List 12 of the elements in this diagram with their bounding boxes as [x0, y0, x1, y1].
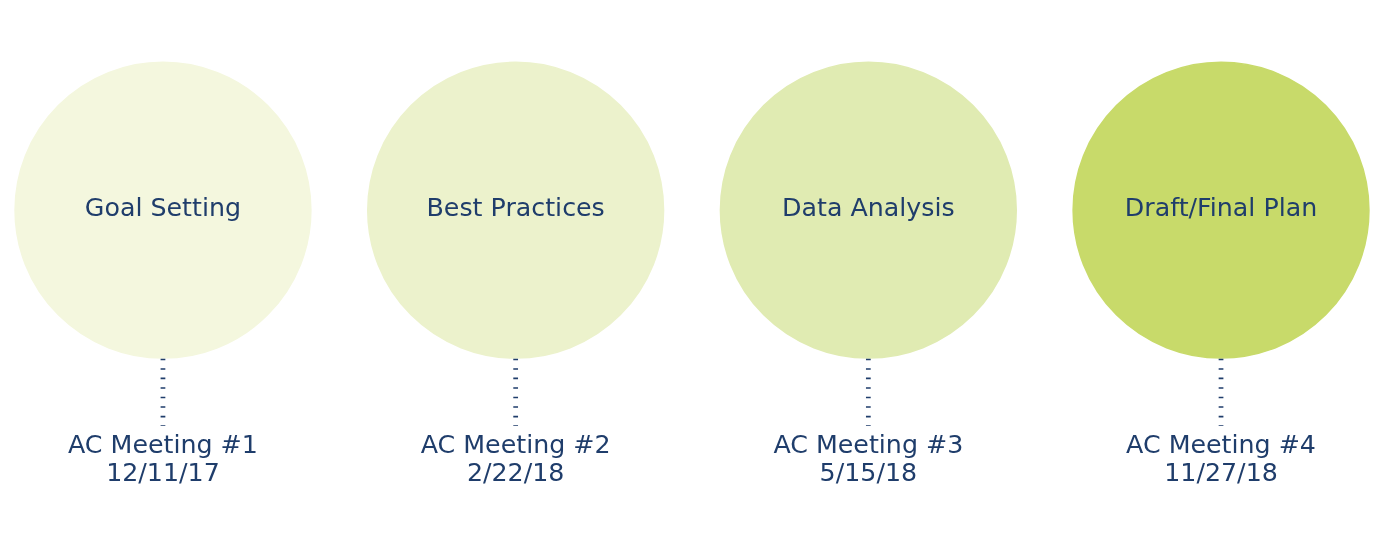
node-text: AC Meeting #2 2/22/18 — [420, 429, 611, 487]
connector — [865, 358, 871, 426]
node-circle: Goal Setting — [14, 61, 312, 359]
node-text: AC Meeting #1 12/11/17 — [68, 429, 258, 487]
node-circle: Data Analysis — [719, 61, 1017, 359]
connector — [160, 358, 166, 426]
connector — [1218, 358, 1224, 426]
node-circle: Draft/Final Plan — [1072, 61, 1370, 359]
node-text: AC Meeting #3 5/15/18 — [773, 429, 964, 487]
node-circle: Best Practices — [367, 61, 665, 359]
node-text: AC Meeting #4 11/27/18 — [1126, 429, 1316, 487]
connector — [513, 358, 519, 426]
